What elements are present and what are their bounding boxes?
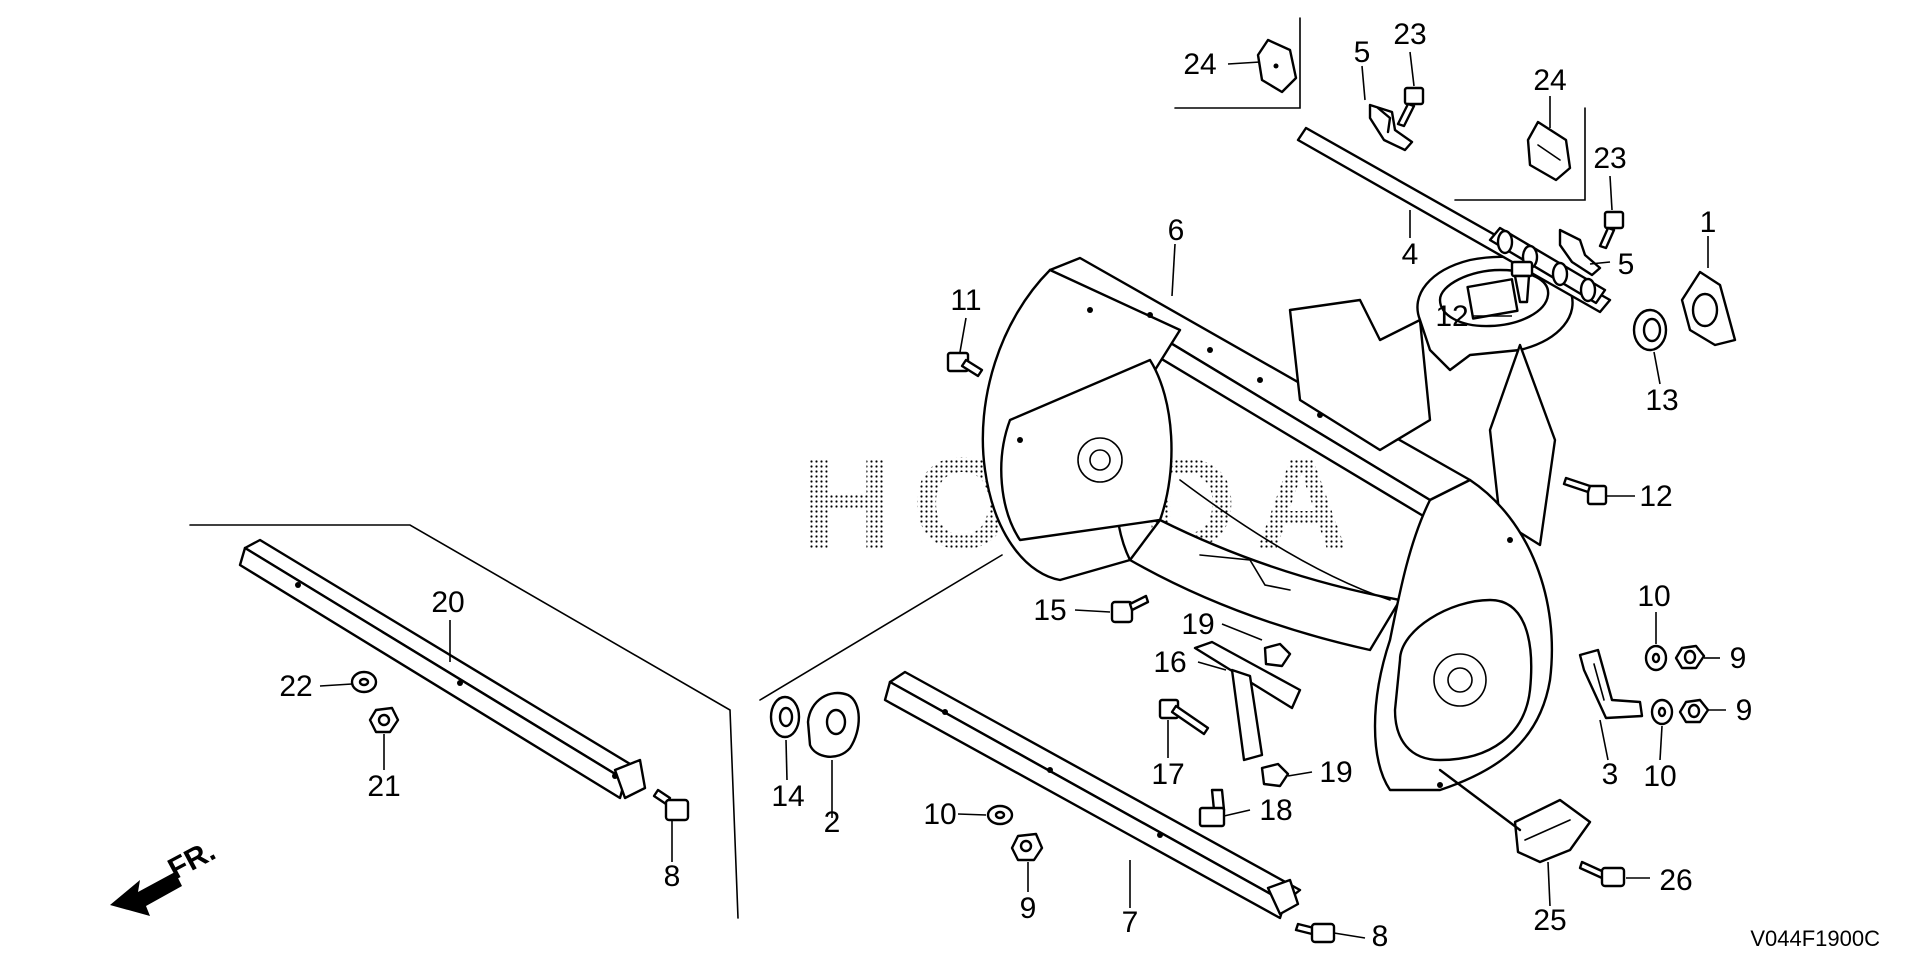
leader-lines (319, 51, 1726, 939)
callout-20: 20 (431, 586, 464, 619)
callout-11: 11 (950, 284, 981, 317)
frame-lines (189, 17, 1586, 919)
callout-5-upper: 5 (1354, 36, 1371, 69)
callout-13: 13 (1645, 384, 1678, 417)
scraper-bar-7 (883, 670, 1302, 920)
callout-2: 2 (824, 806, 841, 839)
bolt-15 (1110, 594, 1150, 624)
bolt-23-lower (1598, 210, 1625, 250)
callout-10-right-upper: 10 (1637, 580, 1670, 613)
callout-6: 6 (1168, 214, 1185, 247)
scraper-bar-20 (238, 538, 647, 800)
drawing-code: V044F1900C (1750, 926, 1880, 951)
bolt-11 (946, 351, 984, 378)
shaft-clip-upper (1368, 103, 1414, 152)
bolt-8-left (652, 788, 690, 822)
skid-shoe-25 (1438, 768, 1592, 864)
callout-22: 22 (279, 670, 312, 703)
callout-17: 17 (1151, 758, 1184, 791)
bracket-16 (1193, 640, 1302, 762)
callout-23-lower: 23 (1593, 142, 1626, 175)
callout-19-lower: 19 (1319, 756, 1352, 789)
callout-8-left: 8 (664, 860, 681, 893)
bolt-12-right (1562, 476, 1608, 506)
callout-24-lower: 24 (1533, 64, 1566, 97)
callout-14: 14 (771, 780, 804, 813)
washer-22 (350, 670, 378, 694)
bearing-14 (769, 695, 801, 739)
callout-4: 4 (1402, 238, 1419, 271)
callout-5-lower: 5 (1618, 248, 1635, 281)
auger-housing (981, 255, 1574, 792)
callout-16: 16 (1153, 646, 1186, 679)
bolt-8-right (1294, 922, 1336, 944)
washer-10-right-lower (1650, 698, 1674, 726)
bearing-flange-1 (1680, 270, 1737, 347)
bracket-3 (1578, 648, 1644, 720)
bolt-23-upper (1396, 86, 1425, 128)
bolt-26 (1578, 860, 1626, 888)
front-arrow-icon (110, 872, 182, 916)
callout-8-right: 8 (1372, 920, 1389, 953)
bearing-flange-2 (806, 691, 860, 758)
bolt-12-upper (1510, 260, 1534, 304)
nut-21 (368, 706, 400, 734)
callout-18: 18 (1259, 794, 1292, 827)
callout-12-right: 12 (1639, 480, 1672, 513)
callout-26: 26 (1659, 864, 1692, 897)
guide-plate-upper (1256, 38, 1298, 94)
callout-3: 3 (1602, 758, 1619, 791)
nut-19-upper (1263, 642, 1292, 668)
washer-10-middle (986, 804, 1014, 826)
nut-9-middle (1010, 832, 1044, 862)
nut-9-right-lower (1678, 698, 1710, 724)
washer-10-right-upper (1644, 644, 1668, 672)
callout-7: 7 (1122, 906, 1139, 939)
callout-labels: 1 2 3 4 5 5 6 7 8 8 9 9 9 10 10 10 11 12… (279, 18, 1752, 953)
callout-24-upper: 24 (1183, 48, 1216, 81)
bolt-18 (1198, 788, 1226, 828)
callout-10-middle: 10 (923, 798, 956, 831)
callout-19-upper: 19 (1181, 608, 1214, 641)
callout-9-right-upper: 9 (1730, 642, 1747, 675)
callout-12-upper: 12 (1435, 300, 1468, 333)
callout-25: 25 (1533, 904, 1566, 937)
callout-23-upper: 23 (1393, 18, 1426, 51)
callout-15: 15 (1033, 594, 1066, 627)
guide-plate-lower (1526, 120, 1572, 182)
bearing-13 (1632, 308, 1668, 352)
callout-9-middle: 9 (1020, 892, 1037, 925)
callout-21: 21 (367, 770, 400, 803)
bolt-17 (1158, 698, 1210, 736)
nut-19-lower (1260, 762, 1290, 788)
callout-10-right-lower: 10 (1643, 760, 1676, 793)
callout-9-right-lower: 9 (1736, 694, 1753, 727)
nut-9-right-upper (1674, 644, 1706, 670)
callout-1: 1 (1700, 206, 1717, 239)
